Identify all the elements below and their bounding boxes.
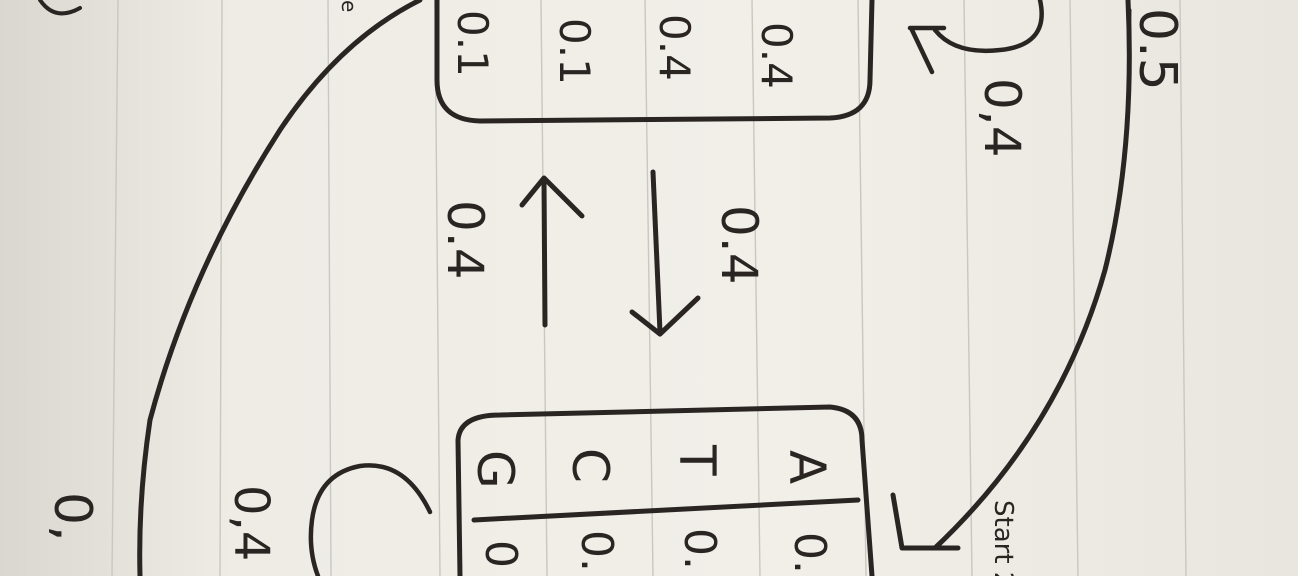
top-state-box — [434, 0, 875, 124]
prob-g: 0 — [475, 540, 526, 568]
arrow-bottom-to-top — [519, 175, 585, 328]
bottom-state-box — [455, 404, 875, 576]
symbol-t: T — [668, 444, 726, 476]
label-left-edge: 0, — [42, 492, 102, 542]
bottom-state-symbols: A T C G — [466, 444, 836, 489]
top-row-2: 0.4 — [650, 14, 699, 81]
top-row-4: 0.1 — [448, 10, 497, 77]
top-row-3: 0.1 — [550, 18, 599, 85]
symbol-c: C — [561, 448, 619, 483]
bottom-state-probs: 0. 0. 0. 0 — [475, 528, 835, 574]
underline-mark — [1126, 8, 1132, 114]
prob-c: 0. — [571, 530, 622, 572]
arrow-top-to-bottom — [629, 169, 701, 337]
label-bottom-to-top: 0.4 — [436, 200, 494, 280]
top-self-loop — [907, 0, 1044, 75]
label-bottom-self-loop: 0,4 — [223, 485, 279, 561]
symbol-g: G — [466, 450, 524, 489]
corner-mark-left — [38, 0, 82, 16]
symbol-a: A — [778, 450, 836, 484]
label-top-to-bottom: 0.4 — [710, 205, 768, 285]
top-state-rows: 0.4 0.4 0.1 0.1 — [448, 10, 801, 89]
prob-a: 0. — [784, 532, 835, 574]
corner-small-text: e — [337, 0, 361, 12]
left-curve — [137, 0, 423, 576]
prob-t: 0. — [674, 528, 725, 570]
top-self-loop-label: 0,4 — [973, 78, 1031, 158]
bottom-self-loop — [308, 463, 433, 576]
label-right-curve: 0.5 — [1127, 8, 1187, 91]
start-label: Start 2 — [988, 500, 1018, 576]
top-row-1: 0.4 — [752, 22, 801, 89]
